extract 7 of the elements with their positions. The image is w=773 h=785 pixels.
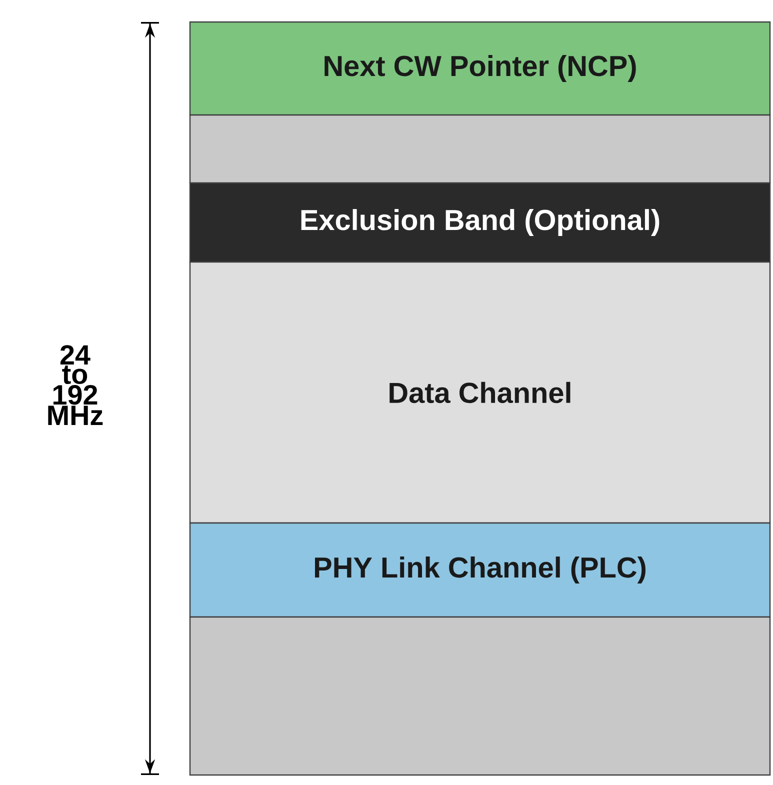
band-box: PHY Link Channel (PLC) [189,522,771,618]
band-box: Data Channel [189,261,771,524]
band-box: Exclusion Band (Optional) [189,182,771,263]
band-box: Next CW Pointer (NCP) [189,21,771,116]
dimension-label: 24 to 192 MHz [48,345,103,425]
band-box [189,616,771,776]
band-box [189,114,771,184]
